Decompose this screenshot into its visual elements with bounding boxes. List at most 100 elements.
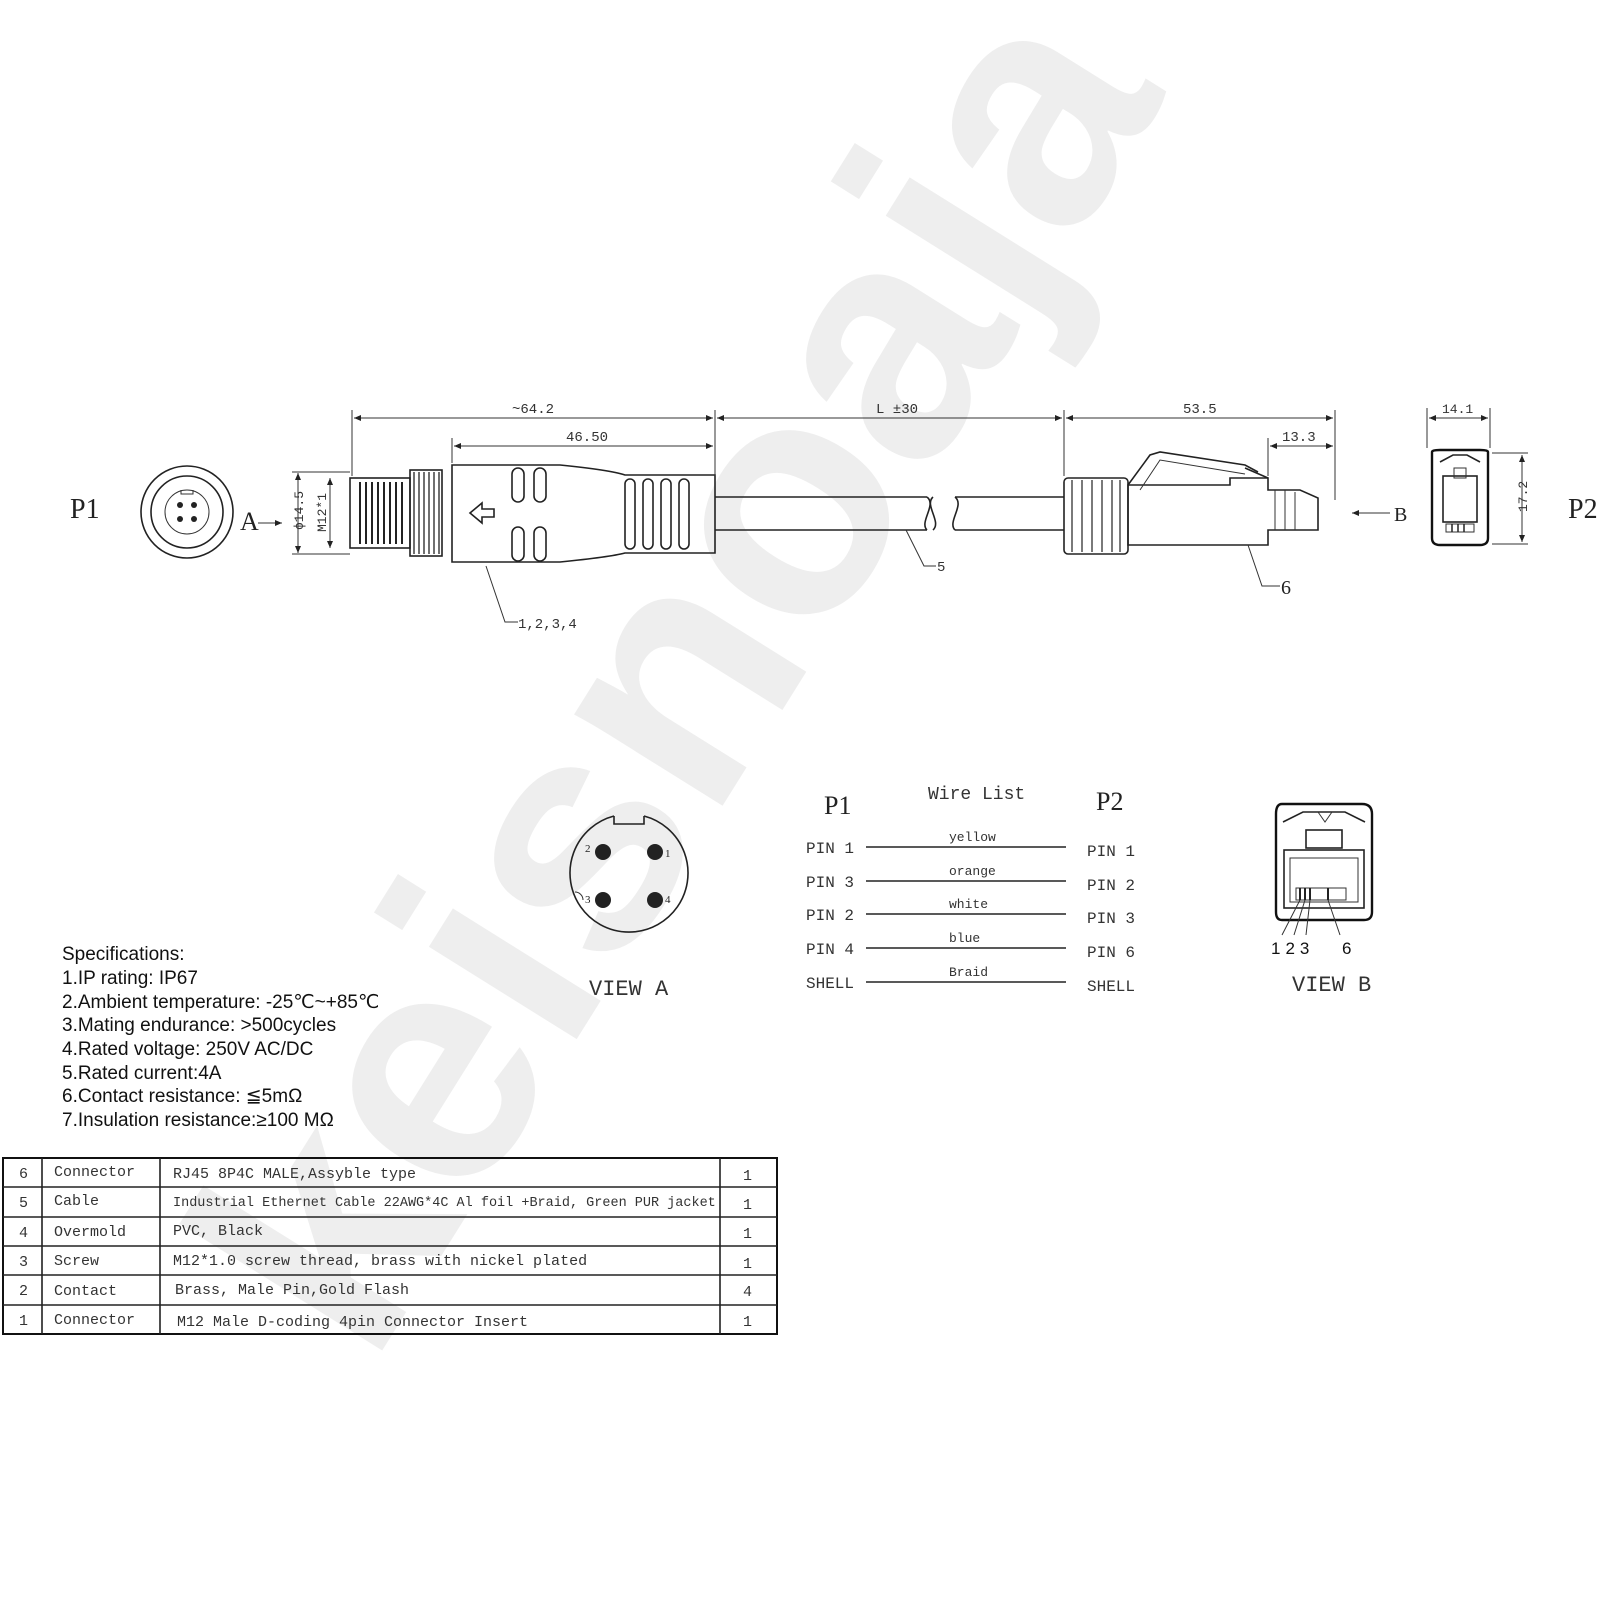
- bom-part: Cable: [54, 1193, 99, 1210]
- wire-row: PIN 3 orange PIN 2: [806, 864, 1135, 895]
- table-row: 3 Screw M12*1.0 screw thread, brass with…: [19, 1253, 752, 1273]
- bom-qty: 1: [743, 1314, 752, 1331]
- view-a-pin-label: 1: [665, 848, 671, 860]
- wire-left-pin: PIN 3: [806, 874, 854, 892]
- spec-item: 1.IP rating: IP67: [62, 968, 198, 989]
- bom-desc: M12*1.0 screw thread, brass with nickel …: [173, 1253, 587, 1270]
- spec-item: 7.Insulation resistance:≥100 MΩ: [62, 1110, 334, 1131]
- wire-row: PIN 4 blue PIN 6: [806, 931, 1135, 962]
- specifications: Specifications: 1.IP rating: IP67 2.Ambi…: [62, 944, 379, 1131]
- specifications-heading: Specifications:: [62, 944, 185, 965]
- dim-overall-p1: ~64.2: [512, 402, 554, 418]
- bom-qty: 1: [743, 1256, 752, 1273]
- callout-rj45: 6: [1281, 577, 1291, 599]
- p1-label: P1: [70, 494, 100, 525]
- view-b-pin-six: 6: [1342, 939, 1351, 958]
- dim-overall-p2: 53.5: [1183, 402, 1217, 418]
- wire-left-pin: PIN 2: [806, 907, 854, 925]
- bom-no: 1: [19, 1313, 28, 1330]
- spec-item: 5.Rated current:4A: [62, 1063, 222, 1084]
- view-a-title: VIEW A: [589, 977, 669, 1002]
- wire-left-pin: PIN 4: [806, 941, 854, 959]
- bom-no: 4: [19, 1225, 28, 1242]
- wire-row: SHELL Braid SHELL: [806, 965, 1135, 996]
- bom-qty: 1: [743, 1197, 752, 1214]
- wire-color: white: [949, 897, 988, 912]
- wire-color: orange: [949, 864, 996, 879]
- wire-color: yellow: [949, 830, 996, 845]
- assembly-view: P1 A ϕ14.5 M12*1: [70, 402, 1598, 633]
- bom-no: 6: [19, 1166, 28, 1183]
- view-b-pin-numbers: 123: [1271, 939, 1314, 958]
- table-row: 6 Connector RJ45 8P4C MALE,Assyble type …: [19, 1164, 752, 1185]
- table-row: 5 Cable Industrial Ethernet Cable 22AWG*…: [19, 1193, 752, 1214]
- view-a-pin-2-icon: [595, 844, 611, 860]
- view-a-arrow-label: A: [240, 507, 259, 536]
- table-row: 1 Connector M12 Male D-coding 4pin Conne…: [19, 1312, 752, 1331]
- view-a-pin-1-icon: [647, 844, 663, 860]
- p2-front-icon: 14.1 17.2: [1426, 402, 1531, 547]
- dim-diameter: ϕ14.5: [292, 491, 307, 530]
- bom-desc: RJ45 8P4C MALE,Assyble type: [173, 1166, 416, 1183]
- bom-table: 6 Connector RJ45 8P4C MALE,Assyble type …: [2, 1157, 778, 1335]
- wire-left-pin: SHELL: [806, 975, 854, 993]
- bom-no: 5: [19, 1195, 28, 1212]
- wire-left-pin: PIN 1: [806, 840, 854, 858]
- bom-no: 3: [19, 1254, 28, 1271]
- view-b-title: VIEW B: [1292, 973, 1371, 998]
- view-b: 123 6 VIEW B: [1271, 802, 1374, 998]
- wire-list-p2-header: P2: [1096, 787, 1123, 816]
- bom-desc: Industrial Ethernet Cable 22AWG*4C Al fo…: [173, 1196, 716, 1211]
- bom-part: Connector: [54, 1312, 135, 1329]
- wire-list-p1-header: P1: [824, 791, 851, 820]
- view-a: 1 2 3 4 VIEW A: [569, 815, 689, 1002]
- bom-desc: Brass, Male Pin,Gold Flash: [175, 1282, 409, 1299]
- wire-color: blue: [949, 931, 980, 946]
- wire-list: P1 Wire List P2 PIN 1 yellow PIN 1 PIN 3…: [806, 785, 1135, 996]
- wire-right-pin: PIN 3: [1087, 910, 1135, 928]
- dim-thread: M12*1: [315, 493, 330, 532]
- dim-overmold: 46.50: [566, 430, 608, 446]
- dim-p2-height: 17.2: [1516, 481, 1531, 512]
- bom-qty: 4: [743, 1284, 752, 1301]
- wire-right-pin: SHELL: [1087, 978, 1135, 996]
- bom-no: 2: [19, 1283, 28, 1300]
- p1-face-icon: [140, 465, 234, 559]
- spec-item: 3.Mating endurance: >500cycles: [62, 1015, 336, 1036]
- bom-part: Connector: [54, 1164, 135, 1181]
- view-a-pin-label: 3: [585, 894, 591, 906]
- wire-right-pin: PIN 1: [1087, 843, 1135, 861]
- spec-item: 2.Ambient temperature: -25℃~+85℃: [62, 992, 379, 1013]
- wire-color: Braid: [949, 965, 988, 980]
- bom-part: Screw: [54, 1253, 99, 1270]
- dim-cable-length: L ±30: [876, 402, 918, 418]
- view-a-pin-3-icon: [595, 892, 611, 908]
- spec-item: 4.Rated voltage: 250V AC/DC: [62, 1039, 313, 1060]
- rj45-plug: [1063, 451, 1319, 555]
- bom-desc: M12 Male D-coding 4pin Connector Insert: [177, 1314, 528, 1331]
- wire-row: PIN 1 yellow PIN 1: [806, 830, 1135, 861]
- bom-part: Overmold: [54, 1224, 126, 1241]
- m12-thread-body: [349, 469, 443, 557]
- arrow-left-icon: [468, 501, 495, 525]
- dim-p2-width: 14.1: [1442, 402, 1473, 417]
- callout-connector-parts: 1,2,3,4: [518, 617, 577, 633]
- view-a-pin-label: 4: [665, 894, 671, 906]
- overmold-body: [451, 464, 716, 563]
- callout-cable: 5: [937, 560, 945, 576]
- bom-qty: 1: [743, 1226, 752, 1243]
- wire-list-title: Wire List: [928, 785, 1025, 805]
- bom-part: Contact: [54, 1283, 117, 1300]
- wire-row: PIN 2 white PIN 3: [806, 897, 1135, 928]
- table-row: 4 Overmold PVC, Black 1: [19, 1223, 752, 1243]
- bom-desc: PVC, Black: [173, 1223, 263, 1240]
- wire-right-pin: PIN 6: [1087, 944, 1135, 962]
- bom-qty: 1: [743, 1168, 752, 1185]
- view-a-pin-label: 2: [585, 843, 591, 855]
- wire-right-pin: PIN 2: [1087, 877, 1135, 895]
- table-row: 2 Contact Brass, Male Pin,Gold Flash 4: [19, 1282, 752, 1301]
- view-b-arrow-label: B: [1394, 504, 1407, 526]
- dim-plug-tip: 13.3: [1282, 430, 1316, 446]
- view-a-pin-4-icon: [647, 892, 663, 908]
